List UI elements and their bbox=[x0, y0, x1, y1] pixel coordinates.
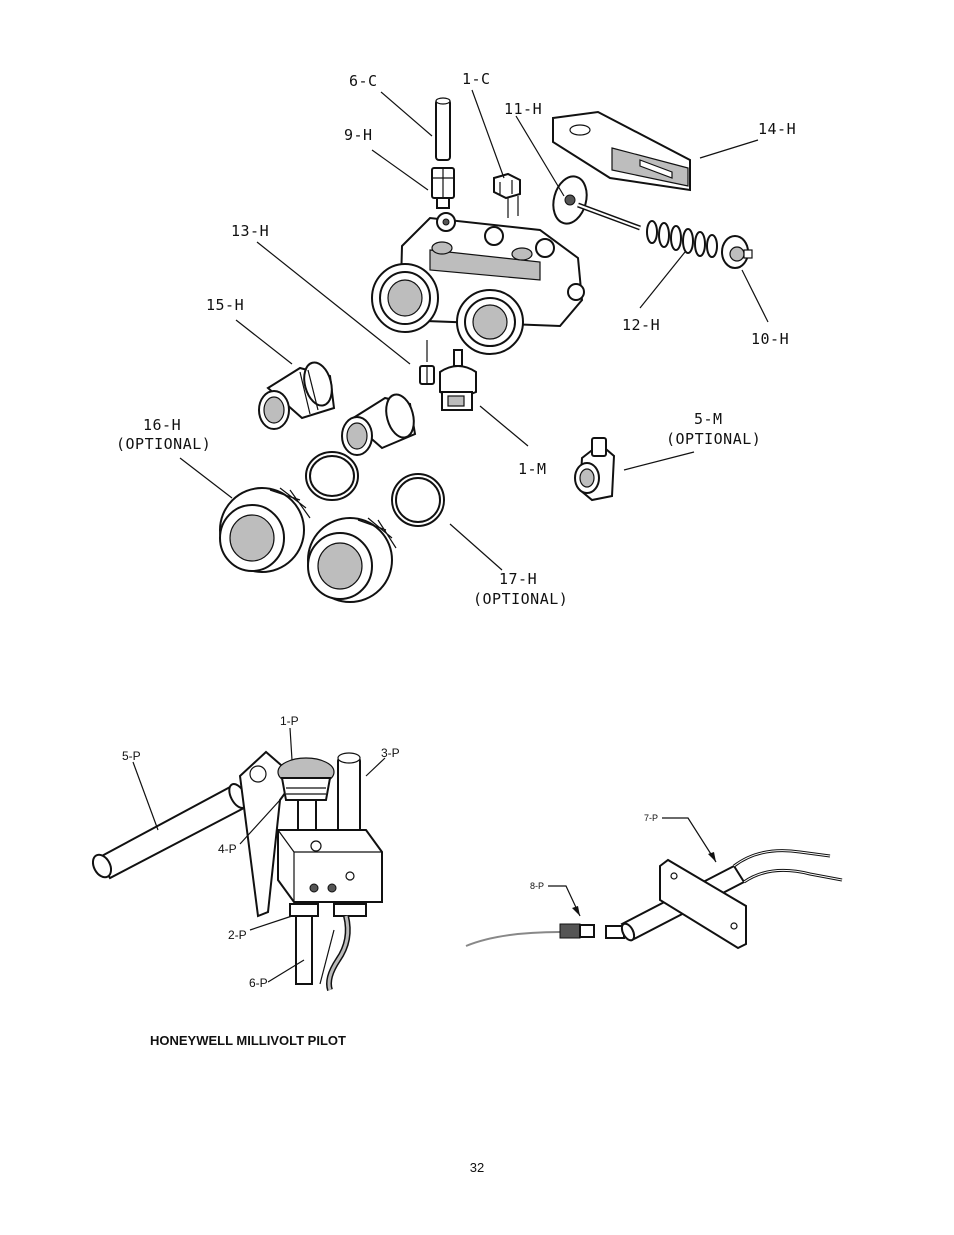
part-5m-valve bbox=[574, 437, 616, 502]
callout-12h: 12-H bbox=[622, 316, 660, 334]
pilot-leader-lines bbox=[132, 727, 386, 983]
part-12h-spring bbox=[646, 220, 718, 258]
callout-4p: 4-P bbox=[218, 842, 237, 856]
page-number: 32 bbox=[469, 1160, 485, 1175]
callout-13h: 13-H bbox=[231, 222, 269, 240]
part-1c-clips bbox=[493, 172, 521, 218]
part-9h-fitting bbox=[431, 167, 455, 209]
part-10h-cap bbox=[721, 235, 753, 269]
part-15h-adapter-2 bbox=[341, 393, 417, 456]
callout-8p: 8-P bbox=[530, 881, 544, 891]
callout-16h-note: (OPTIONAL) bbox=[116, 435, 211, 453]
callout-10h: 10-H bbox=[751, 330, 789, 348]
callout-3p: 3-P bbox=[381, 746, 400, 760]
valve-exploded-view: 6-C 1-C 11-H 14-H 9-H 13-H 15-H 12-H 10-… bbox=[116, 70, 796, 608]
part-17h-orings bbox=[305, 451, 445, 527]
callout-5m: 5-M bbox=[694, 410, 723, 428]
callout-1p: 1-P bbox=[280, 714, 299, 728]
callout-5p: 5-P bbox=[122, 749, 141, 763]
callout-1c: 1-C bbox=[462, 70, 491, 88]
callout-14h: 14-H bbox=[758, 120, 796, 138]
part-16h-union-nuts bbox=[219, 487, 397, 603]
valve-leader-lines bbox=[179, 89, 769, 571]
callout-15h: 15-H bbox=[206, 296, 244, 314]
pilot-assembly: 1-P 3-P 5-P 4-P 2-P 6-P bbox=[91, 714, 438, 994]
callout-6p: 6-P bbox=[249, 976, 268, 990]
valve-callout-labels: 6-C 1-C 11-H 14-H 9-H 13-H 15-H 12-H 10-… bbox=[116, 70, 796, 608]
callout-6c: 6-C bbox=[349, 72, 378, 90]
part-6c-tube bbox=[435, 97, 451, 161]
callout-2p: 2-P bbox=[228, 928, 247, 942]
part-11h-disc bbox=[552, 175, 641, 231]
part-13h-fitting bbox=[419, 340, 435, 385]
figure-caption: HONEYWELL MILLIVOLT PILOT bbox=[150, 1033, 346, 1048]
callout-1m: 1-M bbox=[518, 460, 547, 478]
callout-16h: 16-H bbox=[143, 416, 181, 434]
callout-17h: 17-H bbox=[499, 570, 537, 588]
pilot-callout-labels: 1-P 3-P 5-P 4-P 2-P 6-P bbox=[122, 714, 400, 990]
part-15h-adapter bbox=[258, 361, 336, 430]
callout-5m-note: (OPTIONAL) bbox=[666, 430, 761, 448]
part-14h-bracket bbox=[552, 110, 691, 192]
part-pilot-block bbox=[277, 829, 383, 903]
igniter-assembly: 7-P 8-P bbox=[465, 813, 843, 950]
callout-17h-note: (OPTIONAL) bbox=[473, 590, 568, 608]
part-5p-tube bbox=[91, 783, 248, 880]
part-1m-actuator bbox=[439, 349, 477, 411]
part-2p-6p-tubing bbox=[289, 903, 367, 991]
callout-9h: 9-H bbox=[344, 126, 373, 144]
callout-7p: 7-P bbox=[644, 813, 658, 823]
callout-11h: 11-H bbox=[504, 100, 542, 118]
part-valve-body bbox=[371, 212, 585, 355]
